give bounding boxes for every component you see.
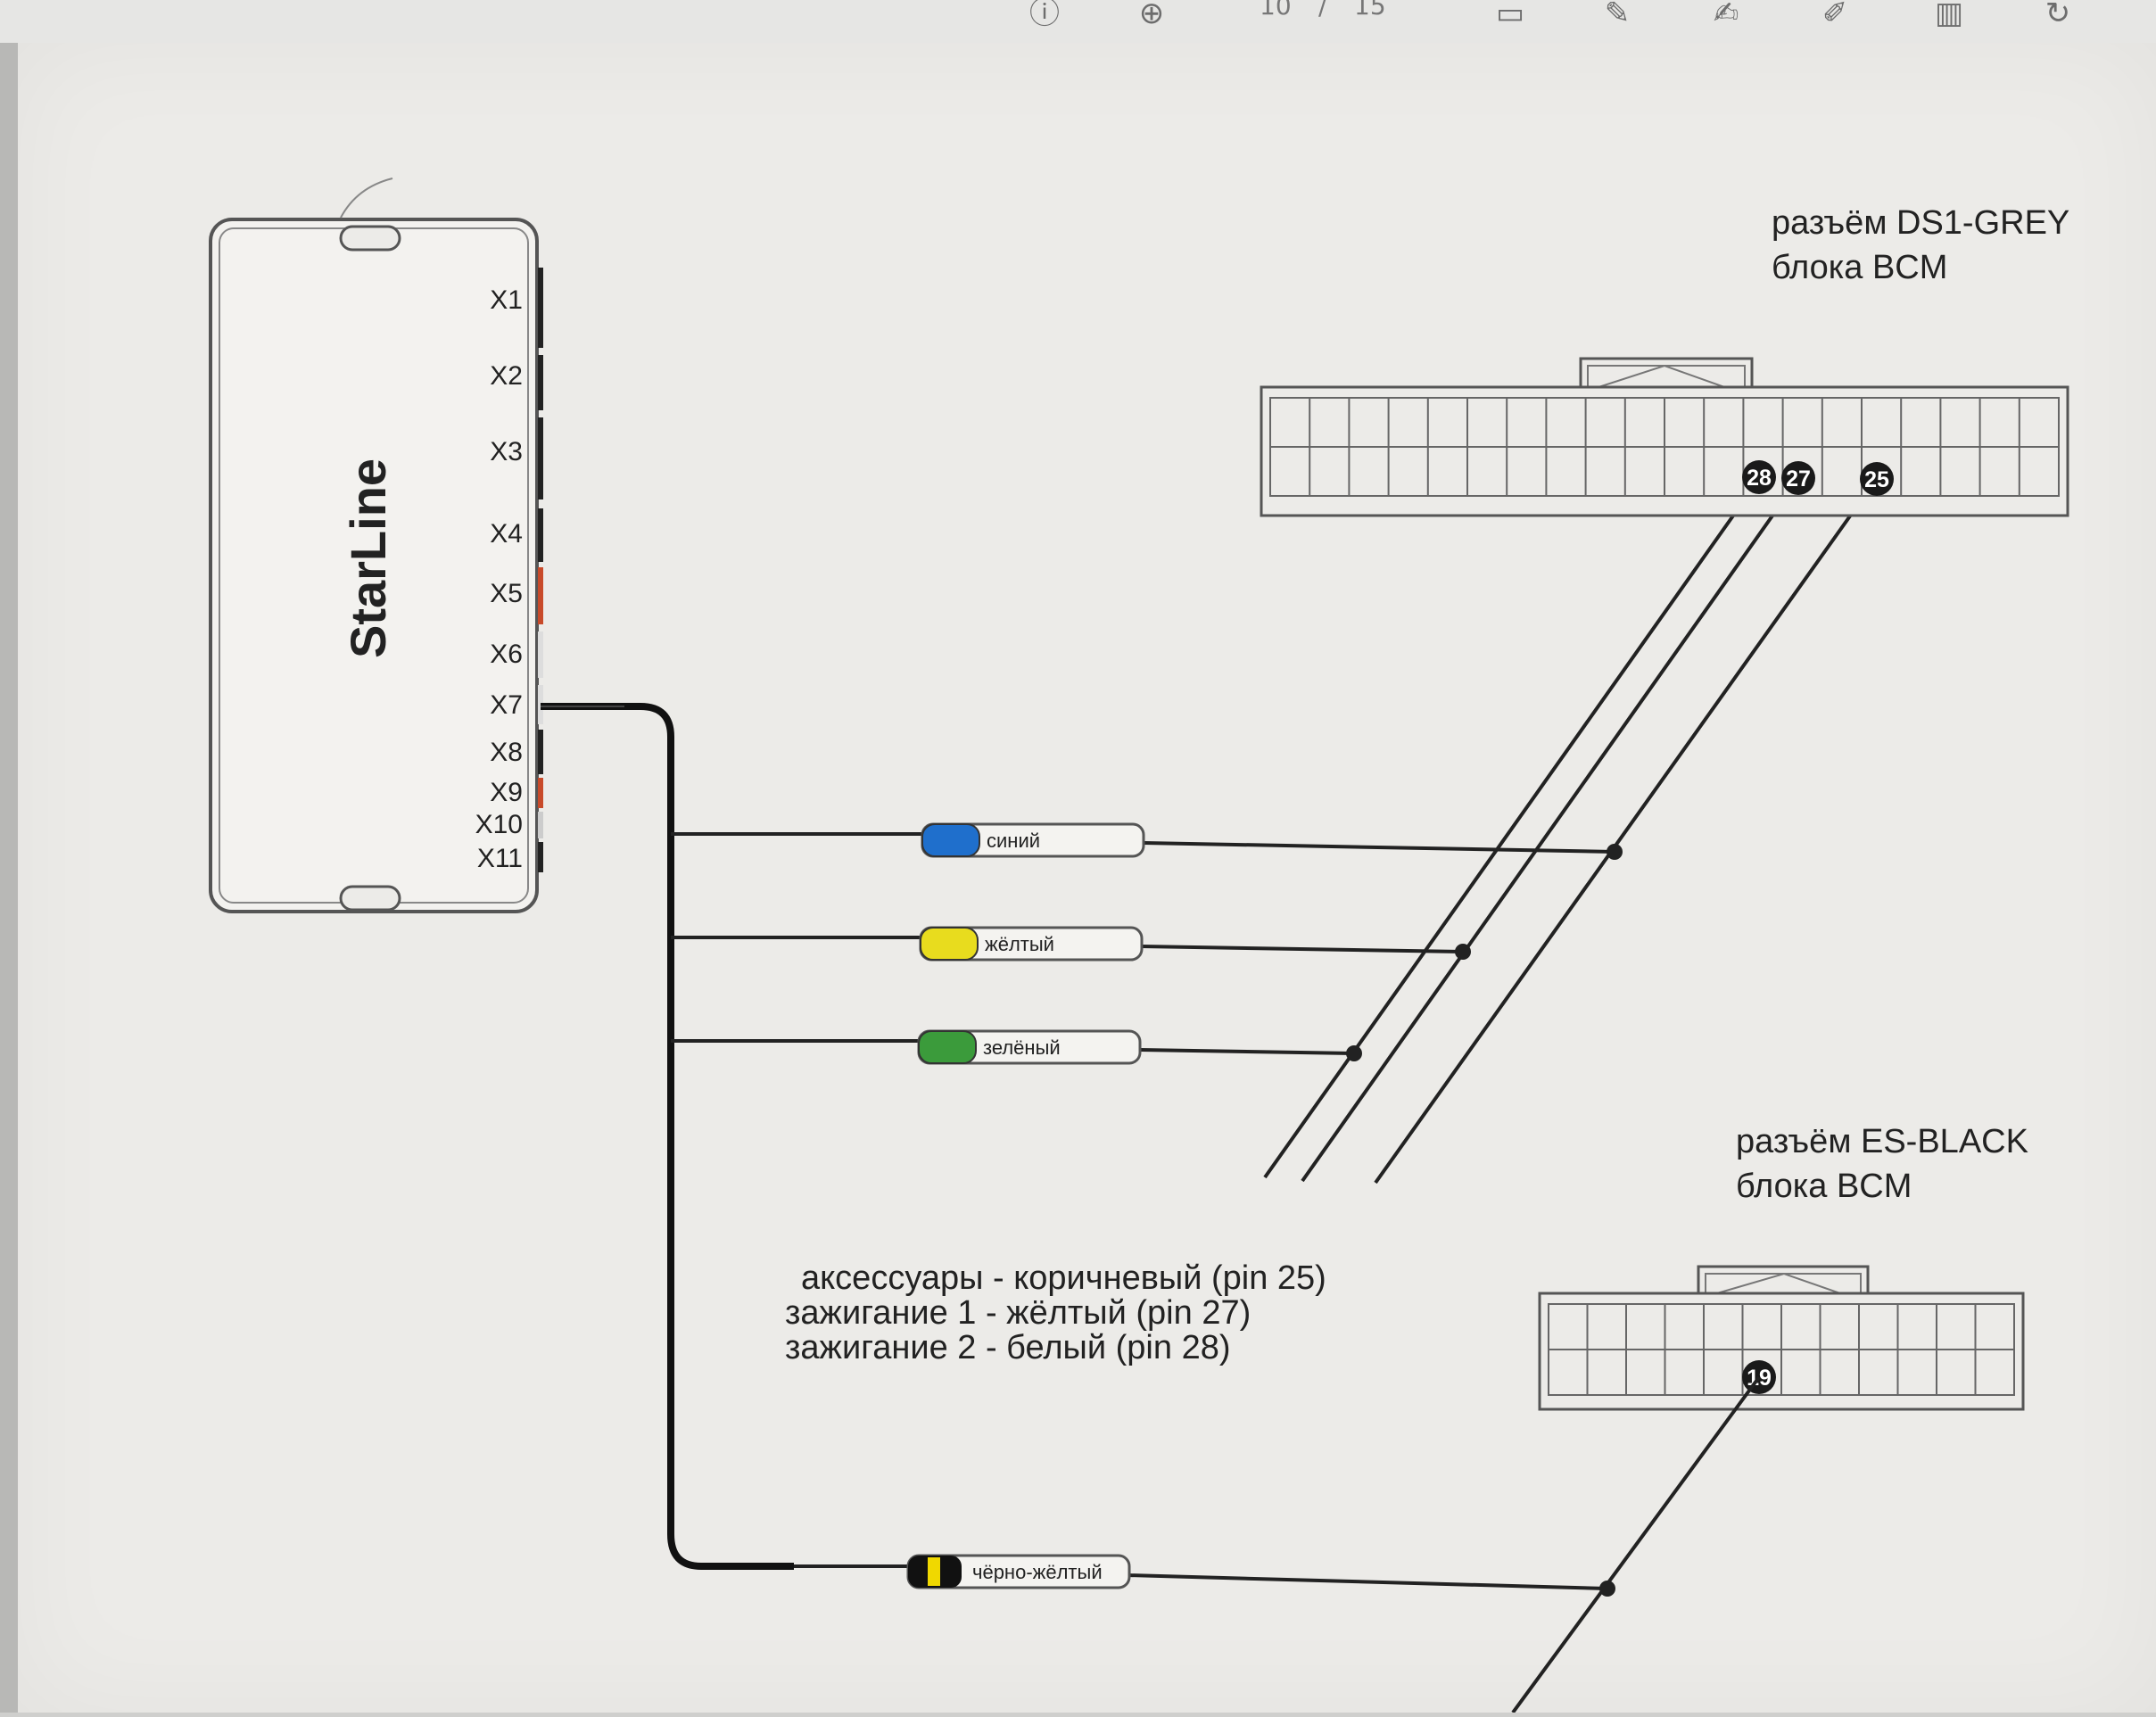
wire-tags: синий жёлтый зелёный чёрно-жёлтый: [906, 822, 1145, 1589]
wire-color-swatch: [920, 927, 979, 961]
wire-tag: жёлтый: [919, 926, 1144, 962]
port-label-x11: X11: [477, 844, 523, 873]
splice-point: [1599, 1581, 1615, 1597]
connector-ds1-grey: разъём DS1-GREY блока BCM 28 27 25: [1260, 204, 2069, 517]
port-label-x5: X5: [490, 579, 523, 608]
pin-25-marker: [1860, 462, 1894, 496]
rotate-icon[interactable]: ↻: [2044, 0, 2071, 27]
pin-27-label: 27: [1786, 466, 1811, 491]
connector-es-black: разъём ES-BLACK блока BCM 19: [1511, 1123, 2028, 1714]
port-label-x7: X7: [490, 690, 523, 720]
download-icon[interactable]: ⊕: [1138, 0, 1165, 27]
splice-point: [1346, 1045, 1362, 1061]
pin-25-label: 25: [1864, 467, 1889, 492]
ds1-diagonal-wires: [1263, 480, 1875, 1185]
pin-27-marker: [1781, 461, 1815, 495]
port-label-x1: X1: [490, 285, 523, 315]
wire-color-label: жёлтый: [985, 933, 1054, 955]
wire-tag: синий: [921, 822, 1145, 858]
wire-tag: чёрно-жёлтый: [906, 1554, 1131, 1589]
port-label-x2: X2: [490, 361, 523, 391]
note-line: зажигание 1 - жёлтый (pin 27): [785, 1294, 1251, 1332]
port-label-x8: X8: [490, 738, 523, 767]
wire-color-label: чёрно-жёлтый: [972, 1561, 1103, 1583]
trash-icon[interactable]: ▥: [1934, 0, 1964, 27]
port-label-x9: X9: [490, 778, 523, 807]
info-icon[interactable]: ⓘ: [1029, 0, 1060, 27]
ds1-pin-markers: 28 27 25: [1742, 460, 1894, 496]
starline-logo: StarLine: [340, 458, 396, 658]
note-line: аксессуары - коричневый (pin 25): [801, 1259, 1326, 1297]
splice-point: [1455, 944, 1471, 960]
pin-28-label: 28: [1747, 466, 1772, 491]
wire-tag: зелёный: [917, 1029, 1142, 1065]
splice-point: [1607, 844, 1623, 860]
ds1-pin-grid: [1270, 398, 2059, 496]
comment-icon[interactable]: ▭: [1495, 0, 1525, 27]
es-subtitle: блока BCM: [1736, 1168, 1912, 1205]
page-total: 15: [1354, 0, 1386, 21]
page-current[interactable]: 10: [1260, 0, 1292, 21]
port-label-x4: X4: [490, 519, 523, 549]
wire-color-swatch: [918, 1030, 977, 1064]
port-label-x10: X10: [475, 810, 523, 839]
ds1-title: разъём DS1-GREY: [1772, 204, 2069, 242]
es-pin-grid: [1549, 1304, 2014, 1395]
port-label-x3: X3: [490, 437, 523, 466]
pen-icon[interactable]: ✎: [1604, 0, 1631, 27]
x7-harness-trunk: [541, 703, 794, 1570]
wire-color-swatch: [921, 823, 980, 857]
wire-color-label: синий: [987, 830, 1040, 852]
ds1-subtitle: блока BCM: [1772, 249, 1947, 286]
pin-notes: аксессуары - коричневый (pin 25) зажиган…: [785, 1259, 1326, 1366]
pin-28-marker: [1742, 460, 1776, 494]
es-title: разъём ES-BLACK: [1736, 1123, 2028, 1160]
signature-icon[interactable]: ✍: [1713, 0, 1739, 27]
pdf-toolbar: ⓘ ⊕ 10 / 15 ▭ ✎ ✍ ✐ ▥ ↻: [0, 0, 2156, 45]
edit-icon[interactable]: ✐: [1821, 0, 1848, 27]
mounting-ear-bottom: [339, 885, 401, 912]
note-line: зажигание 2 - белый (pin 28): [785, 1329, 1231, 1366]
viewer-gutter: [0, 43, 18, 1713]
wire-color-label: зелёный: [983, 1036, 1061, 1059]
port-label-x6: X6: [490, 640, 523, 669]
mounting-ear-top: [339, 225, 401, 252]
page-separator: /: [1318, 0, 1327, 21]
